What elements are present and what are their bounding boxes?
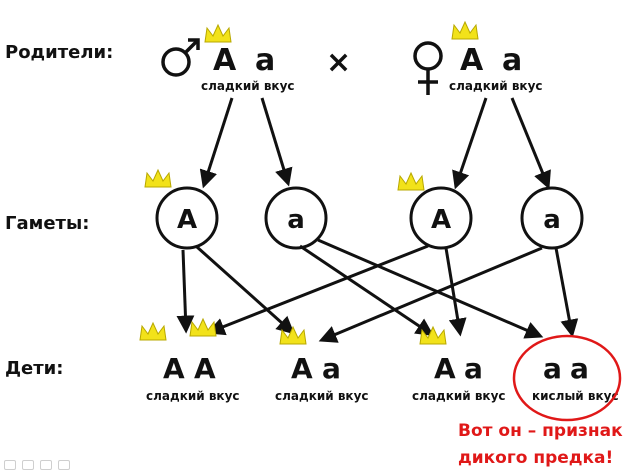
ancestor-note: Вот он – признак дикого предка! (458, 421, 623, 468)
gamete-allele: A (431, 205, 451, 235)
gamete-allele: A (177, 205, 197, 235)
note-line-1: Вот он – признак (458, 421, 623, 441)
gamete-4: a (520, 186, 584, 250)
crown-icon (139, 322, 167, 341)
gamete-allele: a (543, 205, 561, 235)
arrow (260, 97, 293, 187)
note-line-2: дикого предка! (458, 448, 613, 468)
row-label-children: Дети: (5, 358, 64, 379)
male-trait-label: сладкий вкус (201, 79, 295, 93)
gamete-to-child-arrows (176, 238, 579, 343)
child-allele-first: A (291, 352, 313, 385)
cross-sign: × (326, 45, 351, 80)
male-symbol-icon (161, 38, 200, 77)
crown-icon (397, 172, 425, 191)
male-parent: A a сладкий вкус (161, 24, 295, 93)
child-3: A a сладкий вкус (412, 326, 506, 403)
crown-icon (189, 318, 217, 337)
child-trait-label: сладкий вкус (275, 389, 369, 403)
child-allele-second: A (194, 352, 216, 385)
crown-icon (279, 326, 307, 345)
gamete-2: a (264, 186, 328, 250)
child-allele-second: a (464, 352, 483, 385)
child-1: A A сладкий вкус (139, 318, 240, 403)
arrow (195, 245, 295, 335)
child-2: A a сладкий вкус (275, 326, 369, 403)
female-parent: A a сладкий вкус (413, 21, 543, 95)
child-allele-first: a (543, 352, 562, 385)
next-slide-icon[interactable] (58, 460, 70, 470)
crown-icon (204, 24, 232, 43)
slide-toolbar[interactable] (4, 460, 70, 470)
prev-slide-icon[interactable] (4, 460, 16, 470)
row-label-gametes: Гаметы: (5, 213, 90, 234)
male-allele-dominant: A (213, 43, 237, 78)
highlight-circle (512, 334, 622, 422)
gamete-allele: a (287, 205, 305, 235)
gamete-3: A (397, 172, 473, 250)
row-label-parents: Родители: (5, 42, 114, 63)
menu-icon[interactable] (40, 460, 52, 470)
female-allele-recessive: a (502, 43, 522, 78)
arrow (554, 247, 579, 338)
crown-icon (451, 21, 479, 40)
arrow (444, 247, 467, 337)
arrow (318, 246, 543, 343)
gamete-1: A (144, 169, 219, 250)
child-allele-first: A (163, 352, 185, 385)
female-symbol-icon (413, 41, 443, 95)
parent-to-gamete-arrows (199, 97, 551, 190)
arrow (317, 238, 544, 339)
child-4: a a кислый вкус (512, 334, 622, 422)
male-allele-recessive: a (255, 43, 275, 78)
child-allele-second: a (570, 352, 589, 385)
female-trait-label: сладкий вкус (449, 79, 543, 93)
arrow (206, 244, 429, 336)
crown-icon (144, 169, 172, 188)
child-allele-first: A (434, 352, 456, 385)
female-allele-dominant: A (460, 43, 484, 78)
arrow (199, 97, 234, 189)
arrow (176, 249, 195, 334)
arrow (452, 97, 488, 190)
arrow (299, 244, 434, 337)
child-trait-label: кислый вкус (532, 389, 619, 403)
child-trait-label: сладкий вкус (146, 389, 240, 403)
child-trait-label: сладкий вкус (412, 389, 506, 403)
child-allele-second: a (322, 352, 341, 385)
arrow (510, 97, 551, 190)
pen-icon[interactable] (22, 460, 34, 470)
